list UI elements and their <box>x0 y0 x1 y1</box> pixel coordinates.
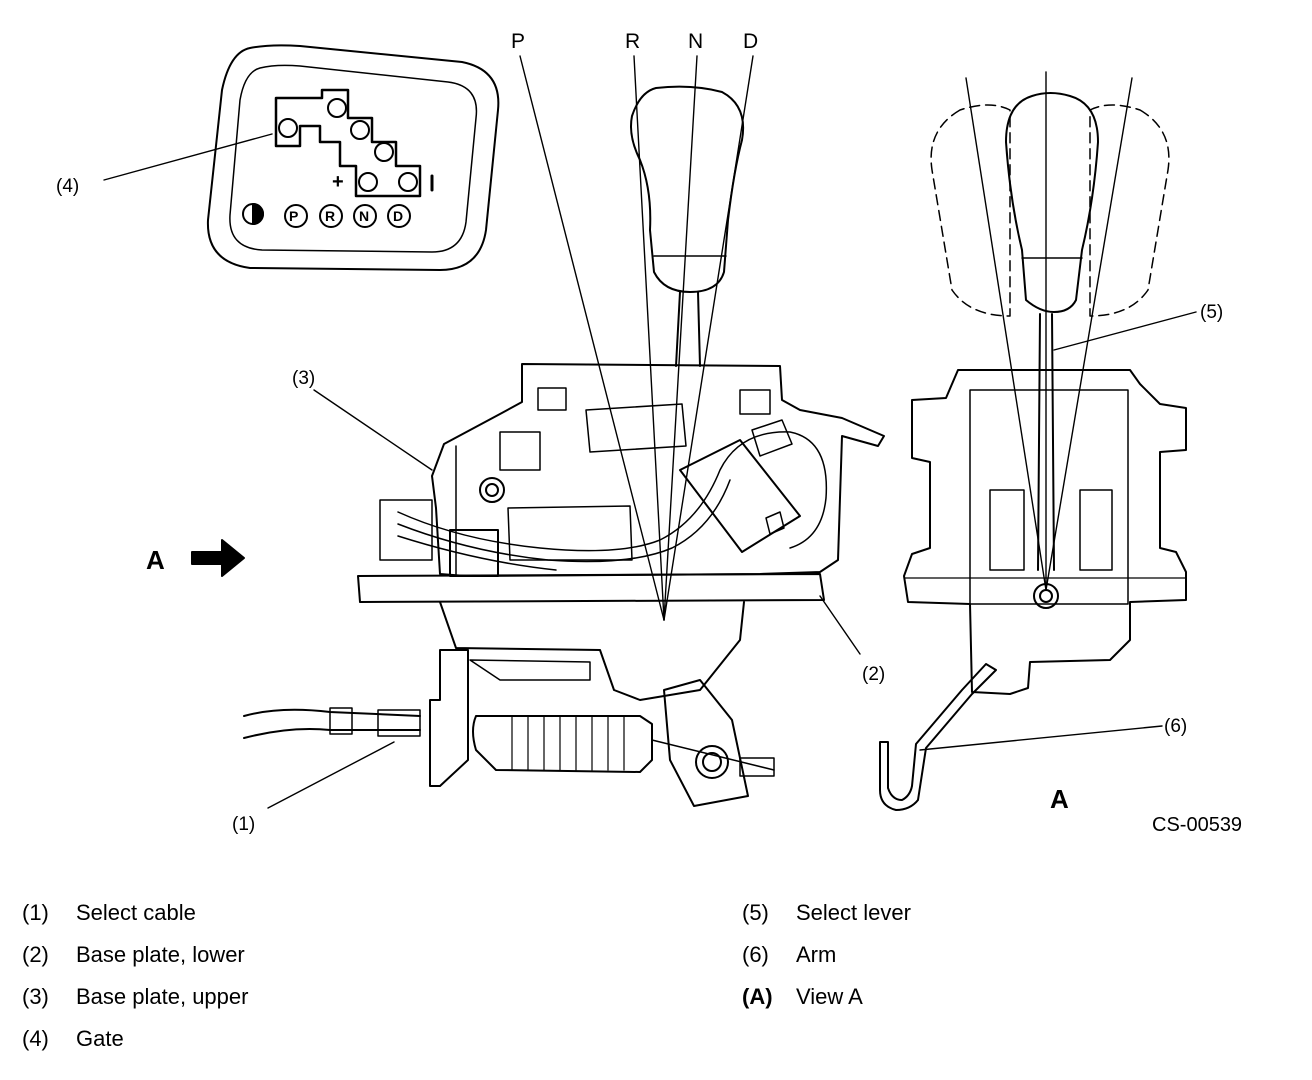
gate-plus-symbol: + <box>332 171 344 193</box>
base-plate-upper <box>379 363 885 577</box>
view-a-assembly <box>879 71 1187 811</box>
gate-label-d: D <box>393 208 403 224</box>
gate-label-n: N <box>359 208 369 224</box>
shift-lever-diagram: P R N D + P R N D (4) (3) (2) (1) (5) (6… <box>56 30 1242 836</box>
base-plate-lower <box>357 573 825 701</box>
gear-letter-r: R <box>625 30 640 53</box>
callout-3: (3) <box>292 368 315 389</box>
legend-number: (6) <box>742 942 769 967</box>
legend-label: Arm <box>796 942 837 967</box>
legend-label: Base plate, upper <box>76 984 249 1009</box>
legend-number: (A) <box>742 984 773 1009</box>
view-a-label: A <box>1050 784 1069 814</box>
legend-number: (5) <box>742 900 769 925</box>
legend-label: Gate <box>76 1026 124 1051</box>
gear-letter-d: D <box>743 30 758 53</box>
callout-1: (1) <box>232 814 255 835</box>
callout-6: (6) <box>1164 716 1187 737</box>
gear-letter-n: N <box>688 30 703 53</box>
gate-label-p: P <box>289 208 298 224</box>
figure-code: CS-00539 <box>1152 814 1242 836</box>
callout-5: (5) <box>1200 302 1223 323</box>
legend-number: (3) <box>22 984 49 1009</box>
parts-legend: (1) Select cable (2) Base plate, lower (… <box>0 880 1312 1080</box>
legend-number: (4) <box>22 1026 49 1051</box>
callout-4: (4) <box>56 176 79 197</box>
legend-label: Base plate, lower <box>76 942 245 967</box>
legend-label: Select cable <box>76 900 196 925</box>
legend-label: View A <box>796 984 863 1009</box>
select-cable <box>243 649 775 807</box>
callout-2: (2) <box>862 664 885 685</box>
gear-letter-p: P <box>511 30 525 53</box>
view-direction-arrow <box>191 539 245 577</box>
legend-label: Select lever <box>796 900 911 925</box>
legend-number: (1) <box>22 900 49 925</box>
gate-label-r: R <box>325 208 335 224</box>
legend-number: (2) <box>22 942 49 967</box>
gear-position-lines <box>519 55 754 621</box>
select-lever-knob-side <box>630 85 744 367</box>
diagram-canvas: P R N D + P R N D (4) (3) (2) (1) (5) (6… <box>56 30 1242 836</box>
view-arrow-label: A <box>146 545 165 575</box>
callout-leaders <box>103 133 1197 809</box>
gate-plate <box>206 44 500 271</box>
